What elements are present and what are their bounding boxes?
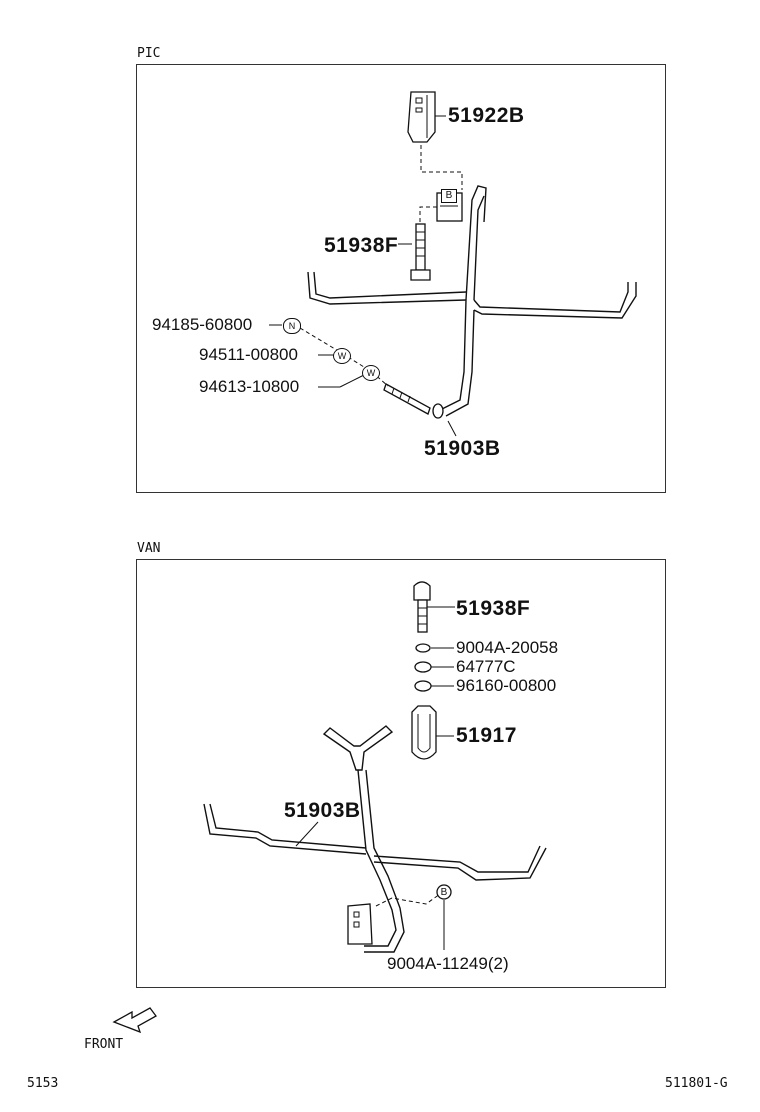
washer-w-icon: W [333, 348, 351, 364]
van-panel-label: VAN [137, 541, 161, 556]
part-51903b-van[interactable]: 51903B [284, 799, 361, 822]
part-51938f[interactable]: 51938F [324, 234, 399, 257]
pic-diagram-panel [136, 64, 666, 493]
part-96160-00800[interactable]: 96160-00800 [456, 676, 557, 695]
front-arrow-icon [112, 1007, 157, 1034]
nut-n-icon: N [283, 318, 301, 334]
page-number: 5153 [27, 1076, 59, 1091]
bolt-94613 [383, 383, 431, 415]
part-9004a-11249[interactable]: 9004A-11249(2) [387, 954, 509, 973]
washer-w2-icon: W [362, 365, 380, 381]
part-51922b[interactable]: 51922B [448, 104, 525, 127]
washer-w2-label: W [366, 368, 376, 378]
u-clamp-51917 [411, 705, 437, 760]
washer-w-label: W [337, 351, 347, 361]
part-51938f-van[interactable]: 51938F [456, 597, 531, 620]
part-51903b[interactable]: 51903B [424, 437, 501, 460]
part-64777c[interactable]: 64777C [456, 657, 516, 676]
part-51917[interactable]: 51917 [456, 724, 517, 747]
marker-b-icon: B [441, 189, 457, 203]
bolt-51938f [410, 223, 431, 281]
bracket-51922b [407, 91, 446, 143]
marker-b-icon-van: B [437, 886, 451, 899]
pic-panel-label: PIC [137, 46, 161, 61]
marker-b-label-van: B [440, 887, 448, 898]
part-94185-60800[interactable]: 94185-60800 [152, 315, 253, 334]
marker-b-label: B [445, 190, 453, 201]
bracket-van [347, 903, 373, 945]
figure-code: 511801-G [665, 1076, 728, 1091]
nut-n-label: N [288, 321, 296, 331]
bolt-51938f-van [413, 581, 431, 633]
front-label: FRONT [84, 1037, 124, 1052]
van-diagram-panel [136, 559, 666, 988]
part-9004a-20058[interactable]: 9004A-20058 [456, 638, 559, 657]
part-94511-00800[interactable]: 94511-00800 [199, 345, 298, 364]
part-94613-10800[interactable]: 94613-10800 [199, 377, 300, 396]
